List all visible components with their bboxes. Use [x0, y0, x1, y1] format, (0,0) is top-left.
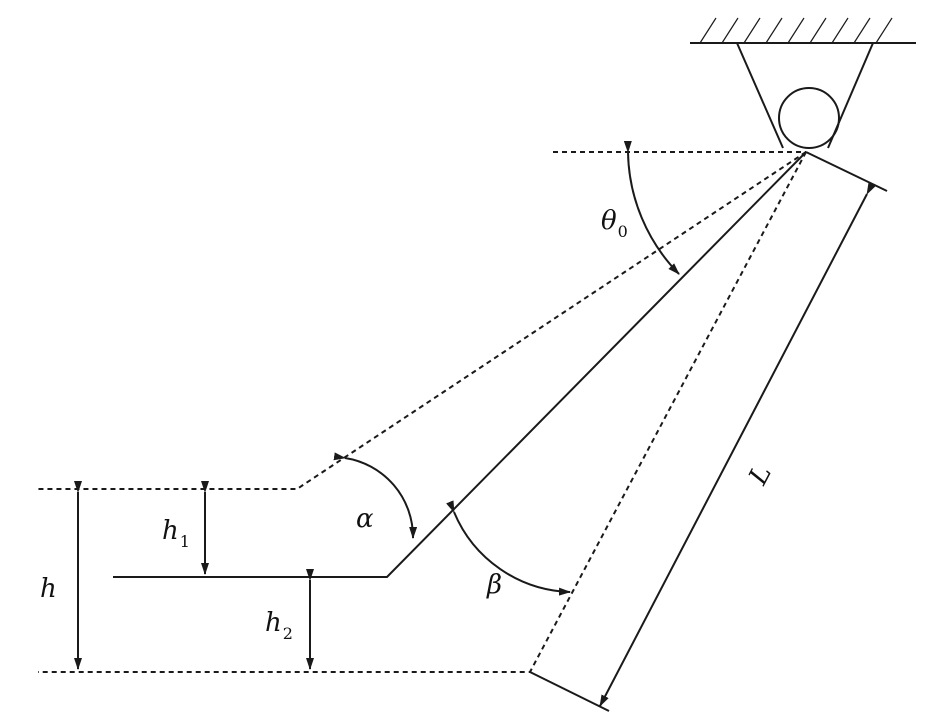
- beta-arc: [446, 500, 571, 596]
- h1-label: h1: [162, 516, 190, 551]
- ceiling-hatching: [699, 17, 893, 44]
- rod-dashed-lower: [38, 151, 807, 673]
- pulley-wheel: [778, 87, 840, 149]
- theta-arc: [623, 140, 680, 275]
- h2-label: h2: [265, 608, 293, 643]
- beta-label: β: [487, 570, 503, 600]
- theta-label: θ0: [601, 206, 628, 241]
- alpha-arc: [333, 452, 418, 539]
- rod-solid: [113, 151, 807, 578]
- L-dimension-line: [599, 182, 876, 707]
- alpha-label: α: [356, 504, 374, 534]
- rod-dashed-upper: [36, 151, 807, 490]
- h-label: h: [40, 574, 57, 604]
- L-extension-bottom: [529, 671, 610, 712]
- L-extension-top: [805, 151, 888, 192]
- pulley-support: [736, 42, 874, 149]
